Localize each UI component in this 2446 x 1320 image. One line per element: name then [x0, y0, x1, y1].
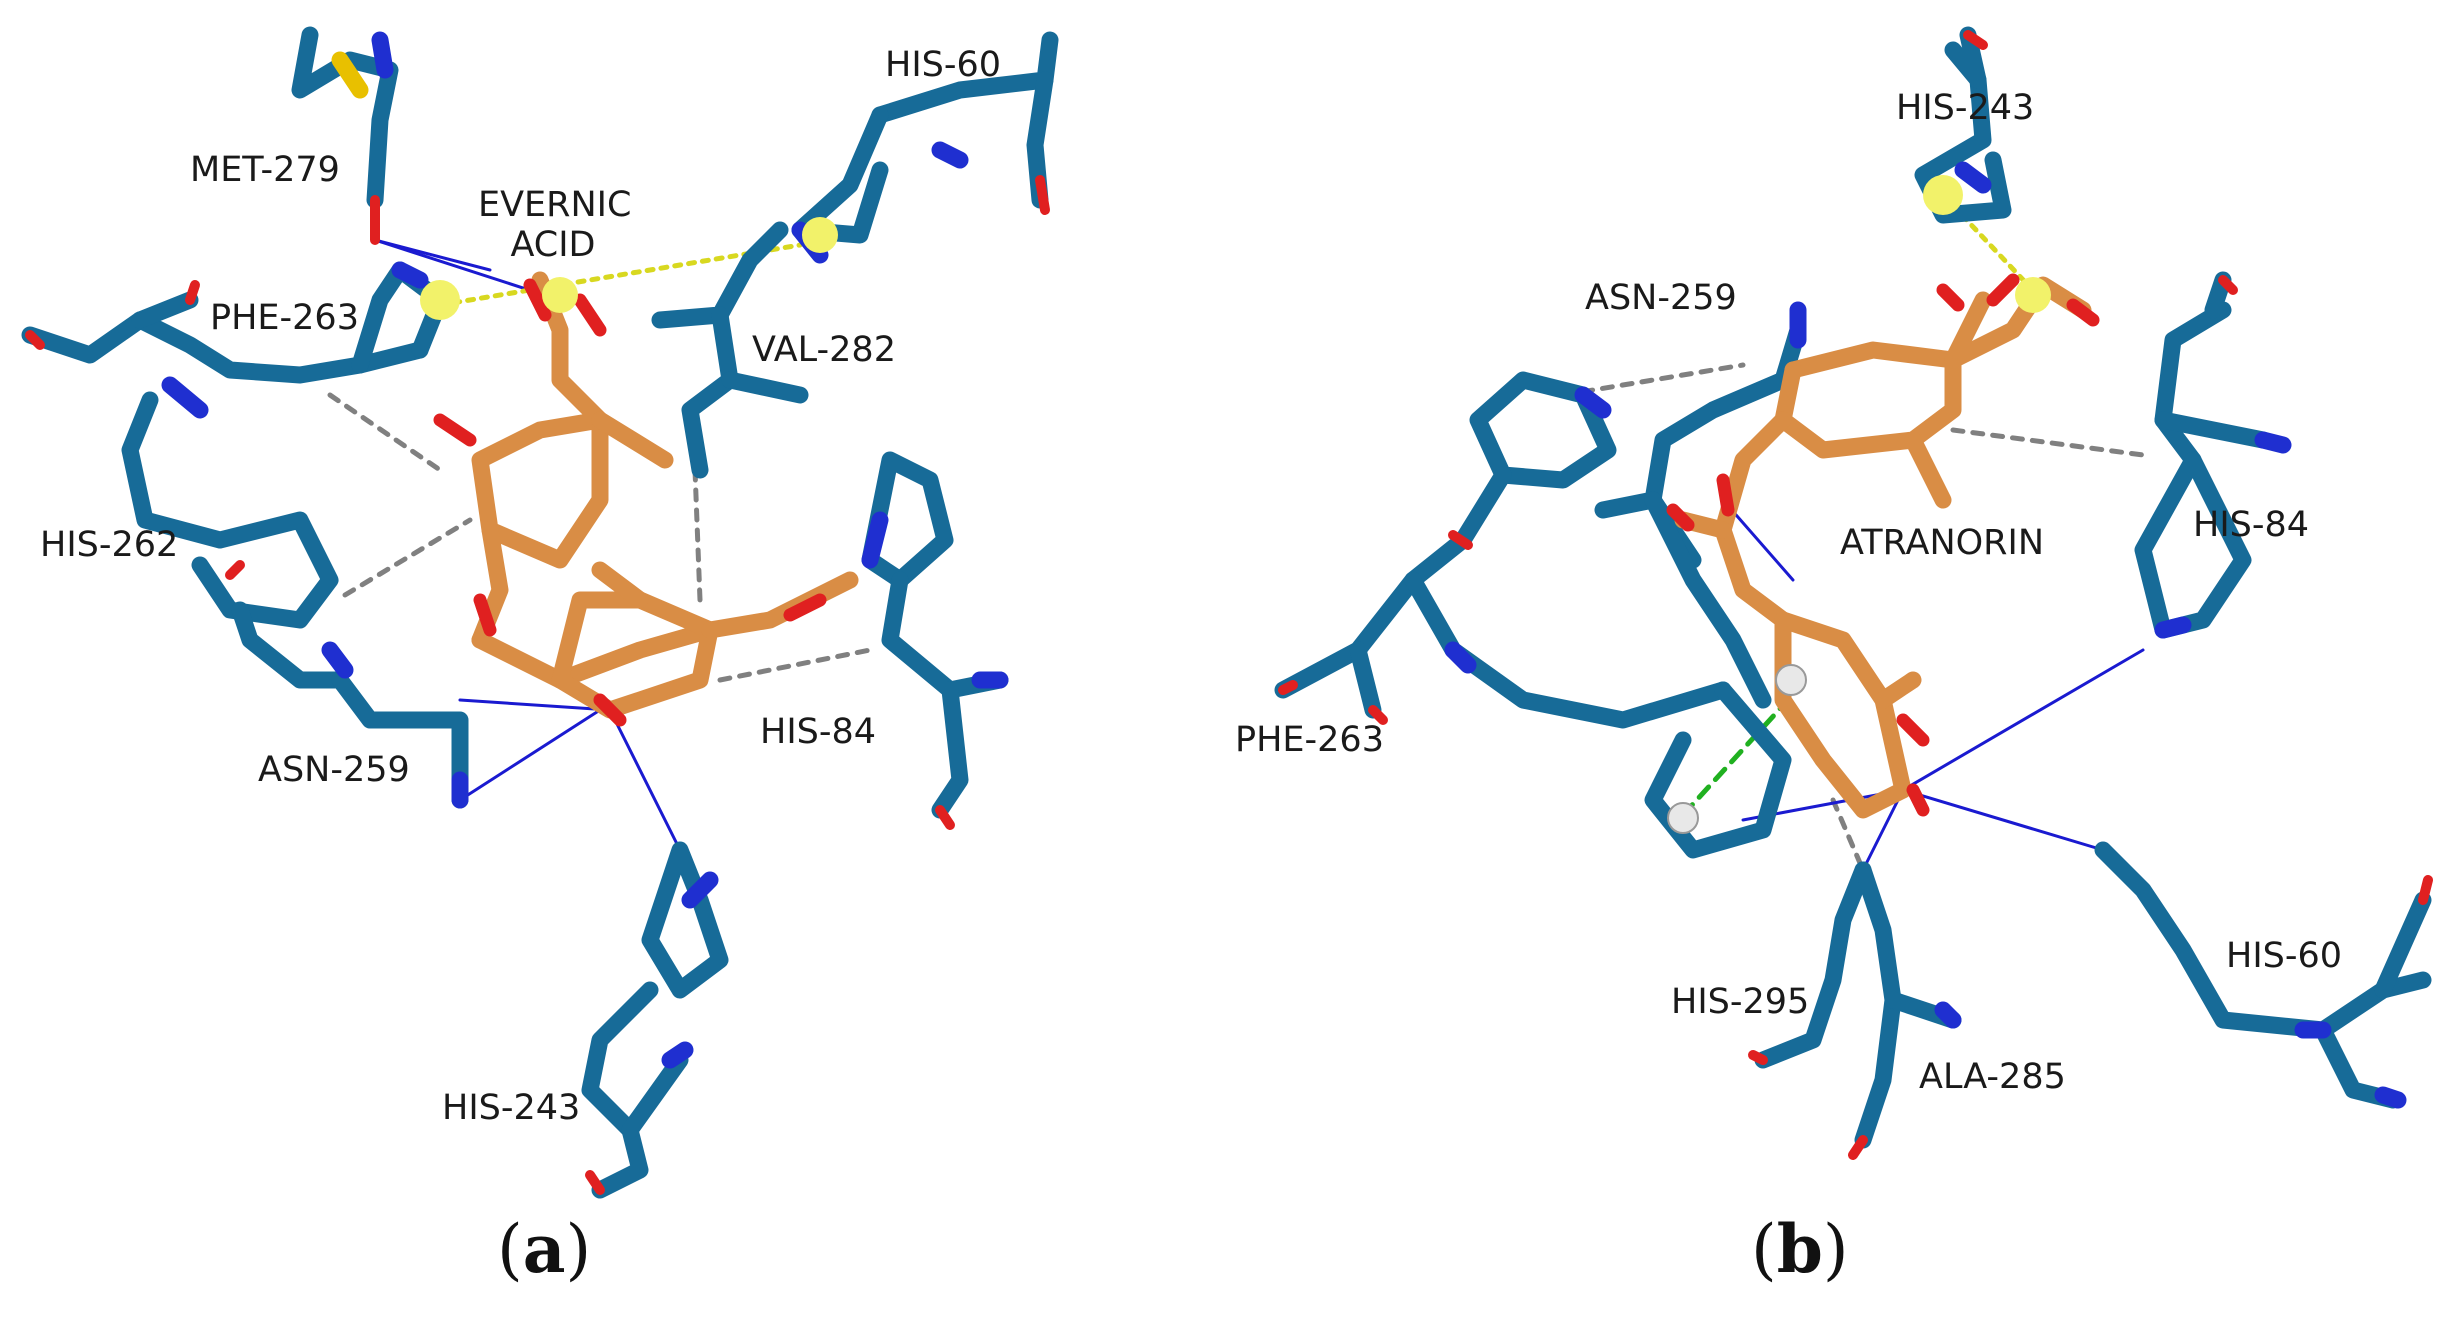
residue-label-phe-263: PHE-263	[210, 298, 359, 338]
oxygen-atoms-a	[25, 175, 1050, 1195]
aromatic-centroids-b	[1667, 175, 2051, 834]
residue-label-his-295: HIS-295	[1671, 982, 1810, 1022]
ligand-atranorin	[1674, 276, 2092, 819]
residue-label-asn-259: ASN-259	[258, 750, 410, 790]
residue-label-his-84: HIS-84	[2193, 505, 2310, 545]
ligand-label-b: ATRANORIN	[1840, 523, 2045, 563]
panel-a-structure	[21, 26, 1059, 1199]
residue-label-phe-263: PHE-263	[1235, 720, 1384, 760]
residue-label-asn-259: ASN-259	[1585, 278, 1737, 318]
ligand-oxygens-b	[1666, 273, 2100, 817]
residue-label-met-279: MET-279	[190, 150, 340, 190]
protein-residues-b	[1274, 26, 2432, 1149]
residue-label-his-262: HIS-262	[40, 525, 179, 565]
residue-label-his-84: HIS-84	[760, 712, 877, 752]
panel-b-caption: (b)	[1751, 1210, 1849, 1288]
sulfur-atom	[331, 51, 369, 99]
residue-label-his-243: HIS-243	[1896, 88, 2035, 128]
residue-label-his-243: HIS-243	[442, 1088, 581, 1128]
aromatic-centroids-a	[420, 217, 838, 320]
hydrophobic-contacts	[327, 392, 873, 683]
pi-stacking	[1680, 697, 1791, 818]
pi-interaction	[437, 242, 803, 308]
panel-b-structure	[1274, 26, 2433, 1160]
ligand-oxygens-a	[433, 278, 827, 727]
residue-label-his-60: HIS-60	[885, 45, 1002, 85]
panel-a-caption: (a)	[497, 1210, 592, 1288]
residue-label-val-282: VAL-282	[752, 330, 896, 370]
residue-label-ala-285: ALA-285	[1919, 1057, 2066, 1097]
residue-label-his-60: HIS-60	[2226, 936, 2343, 976]
nitrogen-atoms-b	[1444, 161, 2407, 1109]
panel-b: ATRANORIN HIS-243 ASN-259 HIS-84 PHE-263…	[1223, 0, 2446, 1320]
oxygen-atoms-b	[1278, 30, 2433, 1160]
